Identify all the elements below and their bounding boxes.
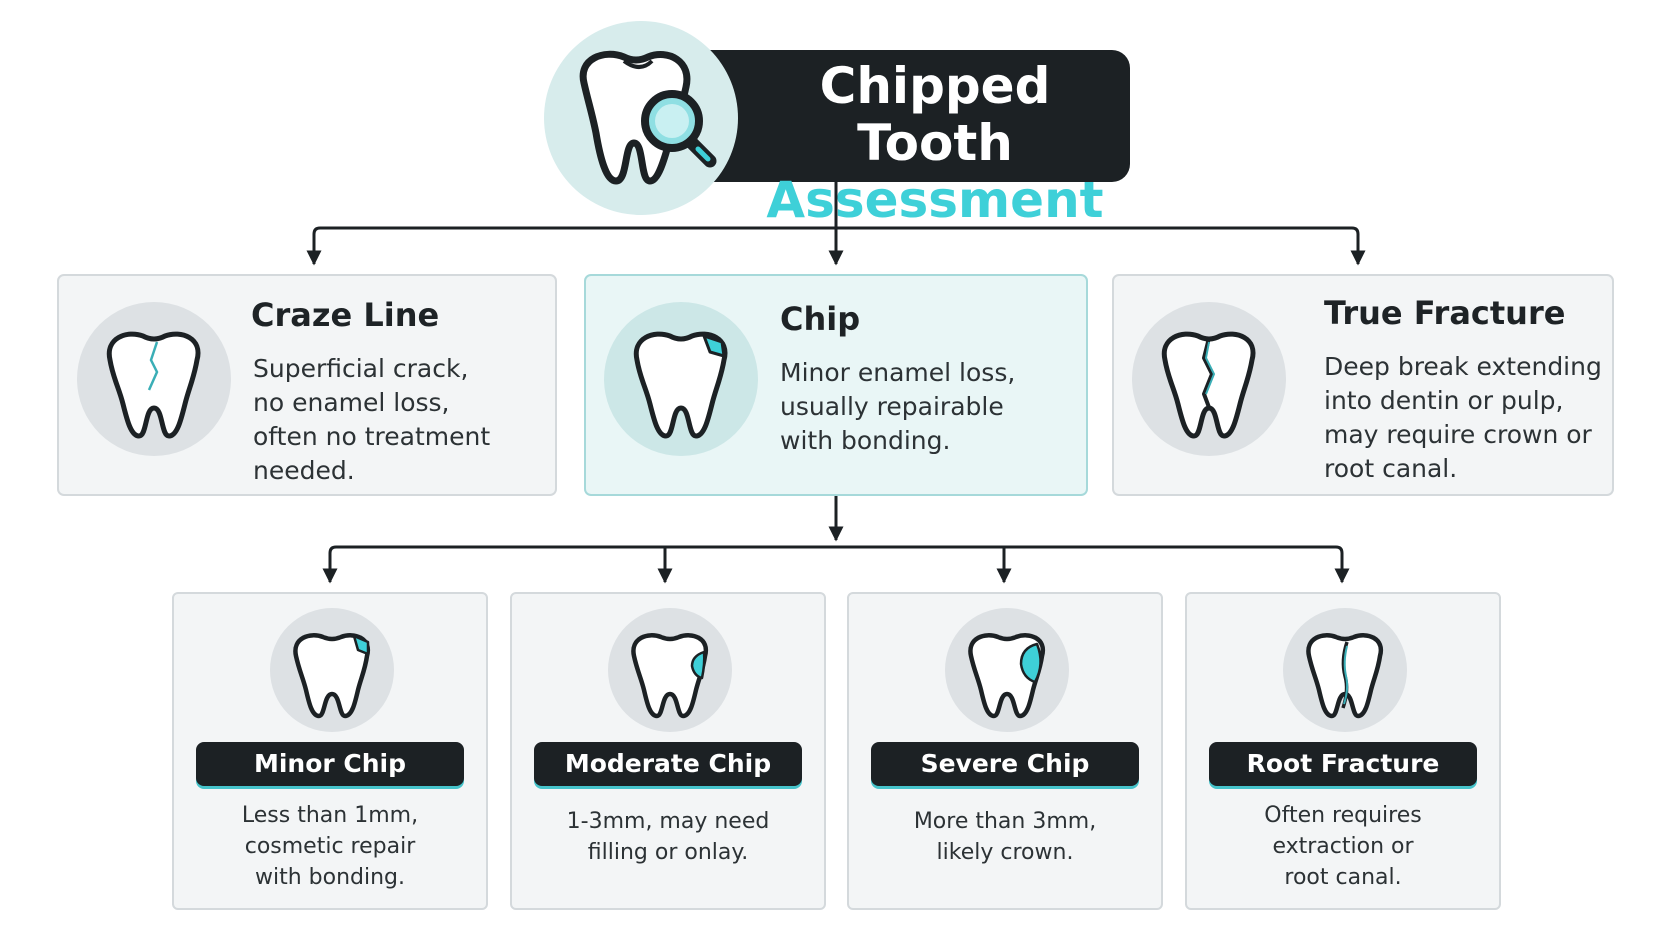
chipped-tooth-icon: [604, 302, 758, 456]
root-fracture-tooth-icon: [1283, 608, 1407, 732]
title-banner: [690, 50, 1130, 182]
category-description: Superficial crack, no enamel loss, often…: [253, 354, 491, 485]
severity-card-severe-chip: Severe Chip More than 3mm, likely crown.: [847, 592, 1163, 910]
severity-description: Often requires extraction or root canal.: [1264, 803, 1422, 890]
severity-description: Less than 1mm, cosmetic repair with bond…: [241, 803, 419, 890]
category-title: Chip: [780, 300, 861, 338]
tooth-magnifier-icon: [544, 21, 738, 215]
moderate-chip-tooth-icon: [608, 608, 732, 732]
severity-description: More than 3mm, likely crown.: [913, 809, 1097, 865]
severity-card-root-fracture: Root Fracture Often requires extraction …: [1185, 592, 1501, 910]
title-line-2: Assessment: [766, 171, 1104, 229]
severity-label: Minor Chip: [196, 742, 464, 786]
severity-card-minor-chip: Minor Chip Less than 1mm, cosmetic repai…: [172, 592, 488, 910]
category-description: Minor enamel loss, usually repairable wi…: [780, 358, 1016, 455]
cracked-tooth-icon: [77, 302, 231, 456]
category-card-craze-line: Craze Line Superficial crack, no enamel …: [57, 274, 557, 496]
severe-chip-tooth-icon: [945, 608, 1069, 732]
fractured-tooth-icon: [1132, 302, 1286, 456]
connector-bottom-branch: [328, 545, 1344, 580]
category-title: Craze Line: [251, 296, 440, 334]
severity-label: Severe Chip: [871, 742, 1139, 786]
severity-card-moderate-chip: Moderate Chip 1-3mm, may need filling or…: [510, 592, 826, 910]
minor-chip-tooth-icon: [270, 608, 394, 732]
category-title: True Fracture: [1324, 294, 1566, 332]
severity-label: Moderate Chip: [534, 742, 802, 786]
category-description: Deep break extending into dentin or pulp…: [1324, 352, 1602, 483]
severity-description: 1-3mm, may need filling or onlay.: [566, 809, 770, 865]
category-card-true-fracture: True Fracture Deep break extending into …: [1112, 274, 1614, 496]
severity-label: Root Fracture: [1209, 742, 1477, 786]
title-line-1: Chipped Tooth: [819, 57, 1051, 172]
category-card-chip: Chip Minor enamel loss, usually repairab…: [584, 274, 1088, 496]
page-title: Chipped Tooth Assessment: [760, 58, 1110, 229]
